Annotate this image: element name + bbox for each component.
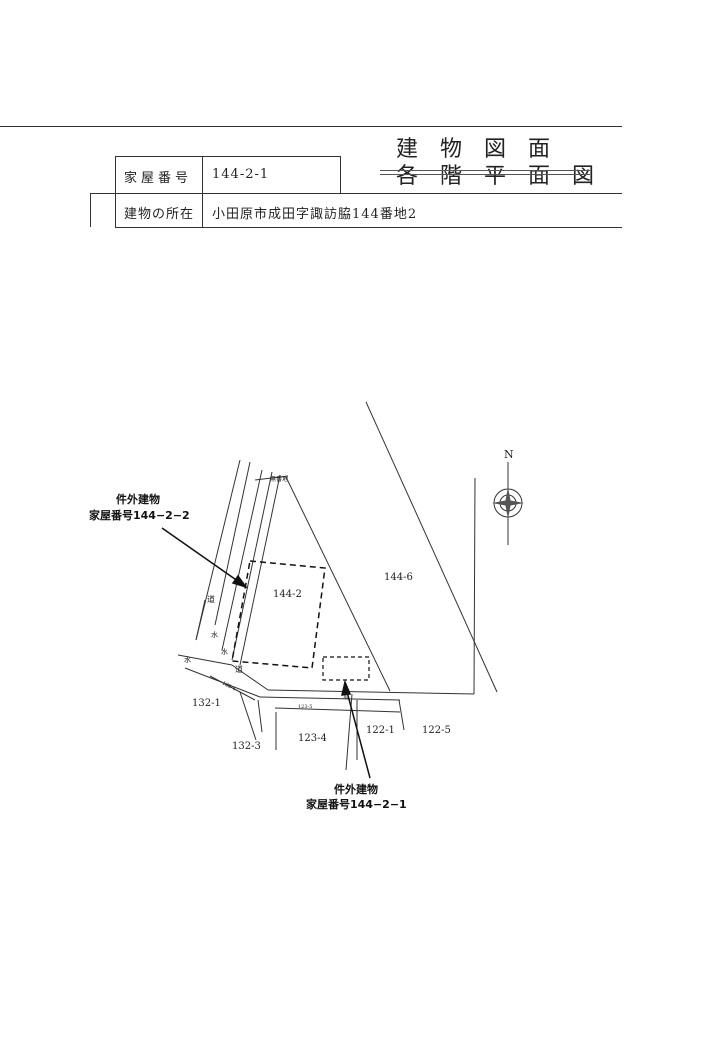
header-left-edge — [90, 193, 91, 227]
road-line-c — [221, 469, 263, 651]
lot-label-122-4: 122-4 — [221, 680, 237, 692]
header-table-top — [115, 156, 341, 157]
house-number-value: 144-2-1 — [212, 167, 270, 182]
location-label: 建物の所在 — [124, 207, 195, 222]
road-diag-west-2 — [257, 699, 263, 733]
lot-label-no-number: 無番地 — [270, 475, 288, 483]
callout-upper-line1: 件外建物 — [116, 492, 160, 506]
lot-label-132-3: 132-3 — [232, 741, 261, 752]
road-line-b — [214, 461, 251, 626]
lot-label-123-5: 123-5 — [298, 704, 312, 710]
feature-water-1: 水 — [211, 630, 218, 639]
header-col-right — [340, 156, 341, 193]
lot-label-144-6: 144-6 — [384, 572, 413, 583]
road-west-3 — [209, 675, 256, 701]
road-diag-west — [239, 691, 257, 741]
road-south-2 — [259, 696, 401, 701]
boundary-144-2-north — [254, 475, 289, 481]
road-south-north-edge — [231, 664, 269, 691]
callout-lower-arrow-line — [345, 687, 371, 779]
lot-label-132-1: 132-1 — [192, 698, 221, 709]
compass-star-ew — [492, 500, 524, 506]
boundary-144-6-east — [365, 401, 498, 693]
callout-upper-arrowhead — [231, 574, 248, 589]
compass-rose: N — [492, 448, 524, 545]
header-top-rule — [0, 126, 622, 127]
lot-label-122-1: 122-1 — [366, 725, 395, 736]
compass-north-label: N — [504, 448, 514, 461]
feature-road-3: 道 — [343, 692, 349, 700]
lot-label-122-5: 122-5 — [422, 725, 451, 736]
header-table-bottom — [115, 227, 622, 228]
callout-lower-arrowhead — [341, 679, 352, 696]
boundary-144-6-south — [473, 477, 476, 695]
road-line-a — [195, 459, 241, 641]
road-line-d — [231, 471, 273, 661]
road-curve — [195, 599, 206, 641]
lot-label-144-2: 144-2 — [273, 589, 302, 600]
subtitle-strike-2 — [380, 174, 590, 175]
house-number-label: 家屋番号 — [124, 171, 193, 186]
building-144-2-2-outline — [231, 560, 326, 669]
header-col-edge — [115, 156, 116, 227]
feature-water-2: 水 — [221, 647, 228, 656]
callout-upper-arrow-line — [161, 527, 243, 585]
document-subtitle-struck: 各 階 平 面 図 — [396, 164, 595, 189]
road-branch-3 — [398, 699, 405, 731]
callout-lower-line2: 家屋番号144−2−1 — [306, 797, 407, 811]
subtitle-strike-1 — [380, 170, 590, 171]
building-144-2-1-outline — [322, 656, 370, 681]
location-value: 小田原市成田字諏訪脇144番地2 — [212, 207, 418, 222]
document-title: 建 物 図 面 — [396, 137, 551, 162]
boundary-144-2-diag — [285, 476, 391, 692]
callout-upper-line2: 家屋番号144−2−2 — [89, 508, 190, 522]
header-col-divider — [202, 156, 203, 227]
road-west-1 — [177, 654, 233, 666]
feature-water-3: 水 — [184, 655, 191, 664]
road-south-3 — [274, 707, 401, 713]
header-row-divider — [90, 193, 622, 194]
lot-label-123-4: 123-4 — [298, 733, 327, 744]
feature-road-1: 道 — [207, 594, 215, 604]
feature-road-2: 道 — [235, 664, 243, 674]
callout-lower-line1: 件外建物 — [334, 782, 378, 796]
road-line-e — [239, 474, 281, 666]
road-south-1 — [267, 689, 475, 695]
